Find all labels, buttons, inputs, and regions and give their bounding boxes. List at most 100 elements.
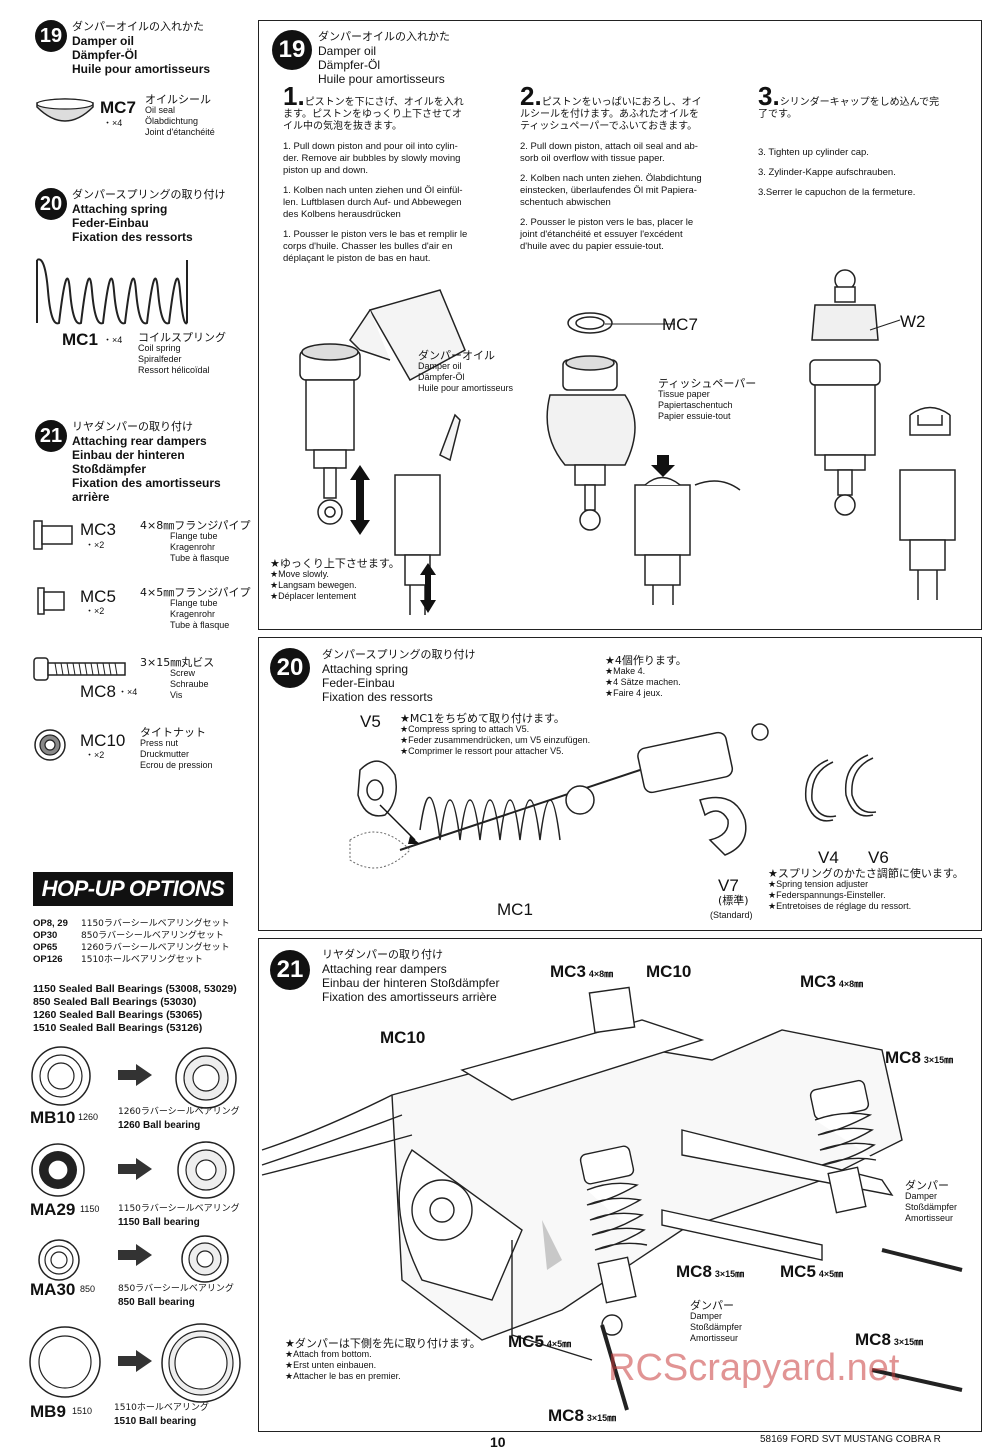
fr-label: Huile pour amortisseurs [418,383,514,393]
option-code: OP65 [33,942,58,953]
de-label: Druckmutter [140,749,190,759]
fr-label: ★Entretoises de réglage du ressort. [768,901,912,911]
bearing-size: 850 [80,1284,96,1294]
fr-title: Fixation des ressorts [72,230,193,244]
arrow-icon [118,1064,152,1086]
bearing-1260-drawing [175,1047,237,1109]
step-number: 20 [276,654,304,681]
en-label: Tissue paper [658,389,710,399]
jp-title: リヤダンパーの取り付け [72,420,193,433]
jp-label: ダンパー [690,1299,734,1312]
en-label: 1150 Ball bearing [118,1217,200,1228]
en-label: Screw [170,668,196,678]
de-label: Stoßdämpfer [905,1202,958,1212]
fr-line: 1. Pousser le piston vers le bas et remp… [283,229,468,240]
en-label: Coil spring [138,343,181,353]
fr-label: ★Comprimer le ressort pour attacher V5. [400,746,564,756]
panel-20-heading: ダンパースプリングの取り付け Attaching spring Feder-Ei… [322,648,475,704]
part-code: MC8 [855,1330,891,1349]
hopup-title-banner: HOP-UP OPTIONS [33,872,233,906]
fr-line: corps d'huile. Chasser les bulles d'air … [283,241,453,252]
mc1-label: MC1 [497,900,533,919]
jp-title: ダンパースプリングの取り付け [322,648,476,661]
step-number: 19 [278,36,306,63]
en-label: ★Attach from bottom. [285,1349,372,1359]
de-label: Ölabdichtung [145,116,199,126]
bearing-mb10-drawing [31,1046,91,1106]
bearing-desc: 1510ホールベアリング 1510 Ball bearing [114,1402,209,1428]
en-line: der. Remove air bubbles by slowly moving [283,153,461,164]
de-line: des Kolbens herausdrücken [283,209,401,220]
fr-label: ★Attacher le bas en premier. [285,1371,401,1381]
part-qty: ・×2 [85,606,105,616]
de-label: Schraube [170,679,209,689]
en-label: Damper [690,1311,723,1321]
jp-line: ティッシュペーパーでふいておきます。 [520,121,698,132]
part-qty: ・×4 [103,118,123,128]
option-code: OP126 [33,954,63,965]
de-label: ★Feder zusammendrücken, um V5 einzufügen… [400,735,591,745]
de-line: 3. Zylinder-Kappe aufschrauben. [758,167,896,178]
jp-title: ダンパーオイルの入れかた [72,20,204,33]
en-line: 3. Tighten up cylinder cap. [758,147,869,158]
bearing-850-drawing [181,1235,229,1283]
jp-line: イル中の気泡を抜きます。 [283,121,402,132]
part-size: 3×15㎜ [923,1055,954,1065]
part-code-mc8: MC8 [80,682,116,701]
fr-line: déplaçant le piston de bas en haut. [283,253,431,264]
oil-seal-step-drawing [546,312,741,605]
jp-label: 1510ホールベアリング [114,1403,209,1413]
fr-line: 2. Pousser le piston vers le bas, placer… [520,217,694,228]
part-desc: 4×8㎜フランジパイプ Flange tube Kragenrohr Tube … [140,520,251,564]
part-size: 4×5㎜ [546,1339,572,1349]
sealed-item: 1150 Sealed Ball Bearings (53008, 53029) [33,983,237,995]
fr-label: Ecrou de pression [140,760,213,770]
flange-tube-mc5-drawing [37,587,65,615]
coil-spring-drawing [36,258,188,325]
part-desc: 4×5㎜フランジパイプ Flange tube Kragenrohr Tube … [140,587,251,631]
jp-label: 3×15㎜丸ビス [140,656,215,669]
part-qty: ・×2 [85,540,105,550]
jp-label: コイルスプリング [138,331,226,344]
part-code-mc7: MC7 [100,98,136,117]
option-text: 1510ホールベアリングセット [81,955,203,965]
step-index: 1. [283,81,305,111]
fr-title: Huile pour amortisseurs [72,62,211,76]
w2-label: W2 [900,312,926,331]
step-21-panel [258,938,982,1432]
jp-label: 850ラバーシールベアリング [118,1284,234,1294]
step-number: 21 [39,425,63,447]
step-20-panel [258,637,982,931]
damper-oil-label: ダンパーオイル Damper oil Dämpfer-Öl Huile pour… [418,350,513,394]
en-title: Attaching rear dampers [322,962,447,976]
step-21-heading: リヤダンパーの取り付け Attaching rear dampers Einba… [72,420,221,504]
press-nut-mc10-drawing [34,729,66,761]
en-label: Oil seal [145,105,176,115]
step-21-badge: 21 [35,420,67,452]
instruction-step-2: 2.ピストンをいっぱいにおろし、オイ ルシールを付けます。あふれたオイルを ティ… [520,83,702,253]
en-label: Flange tube [170,531,218,541]
de-title: Feder-Einbau [322,676,395,690]
jp-label: オイルシール [145,93,211,106]
jp-line: ピストンをいっぱいにおろし、オイ [541,97,702,108]
standard-label: (Standard) [710,910,753,920]
part-size: 3×15㎜ [714,1269,745,1279]
jp-label: ★ダンパーは下側を先に取り付けます。 [285,1337,481,1350]
move-slowly-note: ★ゆっくり上下させます。 ★Move slowly. ★Langsam bewe… [270,558,400,602]
en-label: 850 Ball bearing [118,1297,195,1308]
jp-label: (標準) [718,894,749,907]
step-19-heading: ダンパーオイルの入れかた Damper oil Dämpfer-Öl Huile… [72,20,210,76]
bearing-size: 1260 [78,1112,99,1122]
jp-label: タイトナット [140,726,206,739]
option-text: 1150ラバーシールベアリングセット [81,919,230,929]
de-line: 2. Kolben nach unten ziehen. Ölabdichtun… [520,173,702,184]
part-size: 3×15㎜ [893,1337,924,1347]
option-code: OP8, 29 [33,918,68,929]
part-code: MC3 [800,972,836,991]
en-line: 1. Pull down piston and pour oil into cy… [283,141,458,152]
fr-title-2: arrière [72,490,110,504]
damper-label-left: ダンパー Damper Stoßdämpfer Amortisseur [690,1300,742,1344]
tissue-paper-label: ティッシュペーパー Tissue paper Papiertaschentuch… [658,378,756,422]
part-code: MC5 [780,1262,816,1281]
